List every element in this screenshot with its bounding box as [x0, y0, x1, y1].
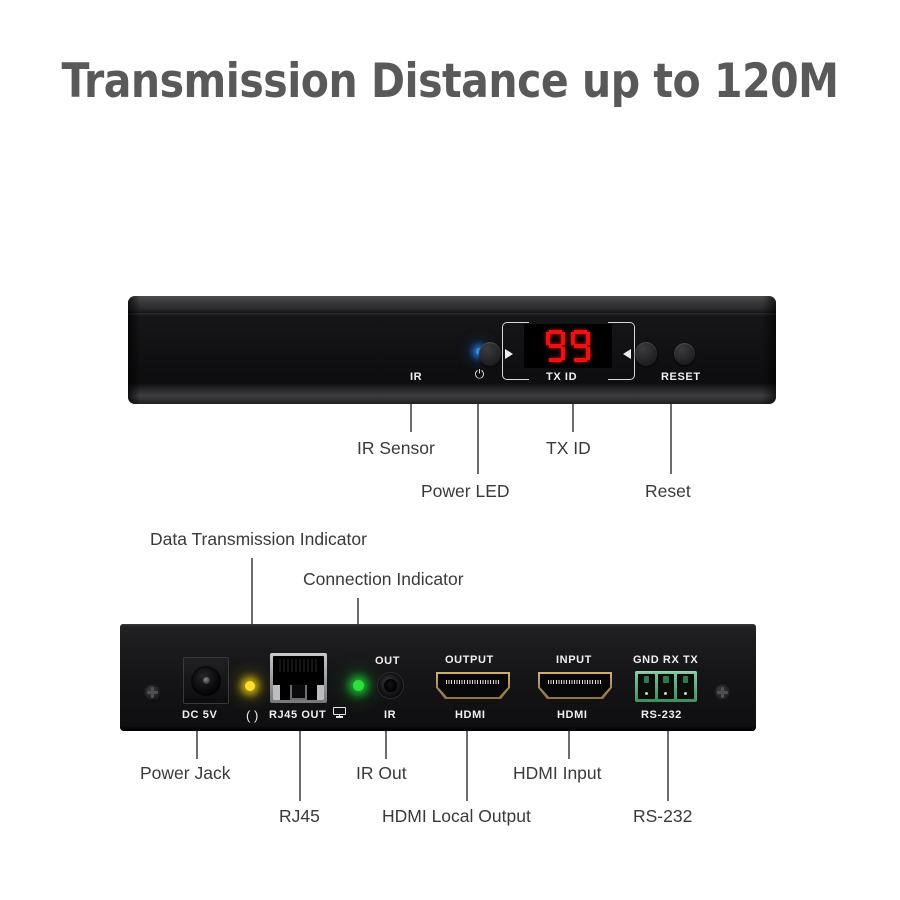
- arrow-left-icon: [623, 349, 631, 359]
- ir-out-jack[interactable]: [378, 673, 403, 698]
- rs232-terminal-gnd: [638, 674, 655, 699]
- callout-rs232: RS-232: [633, 806, 693, 826]
- hdmi-input-bottom-label: HDMI: [557, 709, 588, 721]
- chassis-front-face: [128, 312, 776, 384]
- leader-rj45: [299, 731, 301, 801]
- ir-out-top-label: OUT: [375, 655, 401, 667]
- rs232-terminal-block[interactable]: [635, 671, 697, 702]
- tx-id-decrease-button[interactable]: [635, 342, 657, 366]
- hdmi-output-bottom-label: HDMI: [455, 709, 486, 721]
- dc-jack-pin: [202, 677, 210, 684]
- callout-ir-sensor: IR Sensor: [357, 438, 435, 458]
- hdmi-input-port[interactable]: [538, 672, 612, 699]
- leader-power-led: [477, 404, 479, 474]
- chassis-screw-right: [714, 684, 731, 701]
- tx-id-display: [524, 324, 612, 368]
- callout-power-jack: Power Jack: [140, 763, 231, 783]
- reset-label: RESET: [661, 371, 701, 383]
- ir-sensor-label: IR: [410, 371, 423, 383]
- callout-data-transmission-indicator: Data Transmission Indicator: [150, 529, 367, 549]
- callout-rj45: RJ45: [279, 806, 320, 826]
- callout-reset: Reset: [645, 481, 691, 501]
- callout-connection-indicator: Connection Indicator: [303, 569, 464, 589]
- leader-reset: [670, 404, 672, 474]
- leader-data-transmission-indicator: [251, 558, 253, 625]
- front-panel-device: IR ⏻ TX ID RESET: [128, 296, 776, 404]
- leader-rs232: [667, 731, 669, 801]
- rj45-side-left: [273, 685, 281, 700]
- callout-ir-out: IR Out: [356, 763, 407, 783]
- hdmi-output-contacts: [445, 680, 501, 684]
- rear-chassis-bottom-edge: [120, 727, 756, 731]
- rs232-terminal-rx: [657, 674, 675, 699]
- rj45-latch-notch: [290, 685, 307, 700]
- tx-id-digit-1: [546, 330, 565, 362]
- tx-id-increase-button[interactable]: [479, 342, 501, 366]
- callout-hdmi-input: HDMI Input: [513, 763, 602, 783]
- tx-id-bracket-right: [608, 322, 635, 380]
- leader-hdmi-input: [568, 731, 570, 759]
- rj45-opening: [273, 656, 324, 700]
- chassis-screw-left: [144, 684, 161, 701]
- tx-id-digit-2: [571, 330, 590, 362]
- rj45-out-label: RJ45 OUT: [269, 709, 327, 721]
- rj45-out-port[interactable]: [270, 653, 327, 703]
- power-icon: ⏻: [474, 367, 485, 381]
- hdmi-input-cavity: [540, 674, 610, 697]
- leader-ir-sensor: [410, 404, 412, 432]
- hdmi-input-top-label: INPUT: [556, 654, 592, 666]
- chassis-bottom-bevel: [128, 383, 776, 404]
- tx-id-label: TX ID: [546, 371, 578, 383]
- hdmi-input-contacts: [547, 680, 603, 684]
- connection-led: [353, 680, 364, 691]
- arrow-right-icon: [505, 349, 513, 359]
- rear-chassis-top-edge: [120, 624, 756, 627]
- dc-5v-label: DC 5V: [182, 709, 218, 721]
- callout-tx-id: TX ID: [546, 438, 591, 458]
- rs232-label: RS-232: [641, 709, 682, 721]
- ir-jack-bore: [384, 679, 397, 692]
- dc-power-jack[interactable]: [183, 657, 229, 704]
- chassis-top-bevel: [128, 296, 776, 313]
- rj45-side-right: [316, 685, 324, 700]
- hdmi-output-top-label: OUTPUT: [445, 654, 494, 666]
- hdmi-output-cavity: [438, 674, 508, 697]
- callout-hdmi-local-output: HDMI Local Output: [382, 806, 531, 826]
- reset-button[interactable]: [674, 343, 695, 365]
- polarity-icon: ( ): [246, 708, 259, 723]
- tx-id-bracket-left: [502, 322, 529, 380]
- leader-tx-id: [572, 404, 574, 432]
- rs232-terminal-tx: [677, 674, 694, 699]
- leader-ir-out: [385, 731, 387, 759]
- chassis-sheen: [128, 313, 776, 316]
- ir-out-bottom-label: IR: [384, 709, 397, 721]
- rs232-pinout-label: GND RX TX: [633, 654, 699, 666]
- hdmi-output-port[interactable]: [436, 672, 510, 699]
- rear-panel-device: DC 5V ( ) RJ45 OUT OUT IR OUTPUT: [120, 624, 756, 731]
- leader-hdmi-local-output: [466, 731, 468, 801]
- leader-power-jack: [196, 731, 198, 759]
- page-title: Transmission Distance up to 120M: [61, 54, 839, 109]
- rj45-contact-pins: [279, 658, 318, 672]
- data-transmission-led: [245, 681, 255, 691]
- callout-power-led: Power LED: [421, 481, 510, 501]
- network-port-icon: [333, 707, 346, 718]
- leader-connection-indicator: [357, 598, 359, 625]
- dc-jack-barrel: [191, 665, 221, 696]
